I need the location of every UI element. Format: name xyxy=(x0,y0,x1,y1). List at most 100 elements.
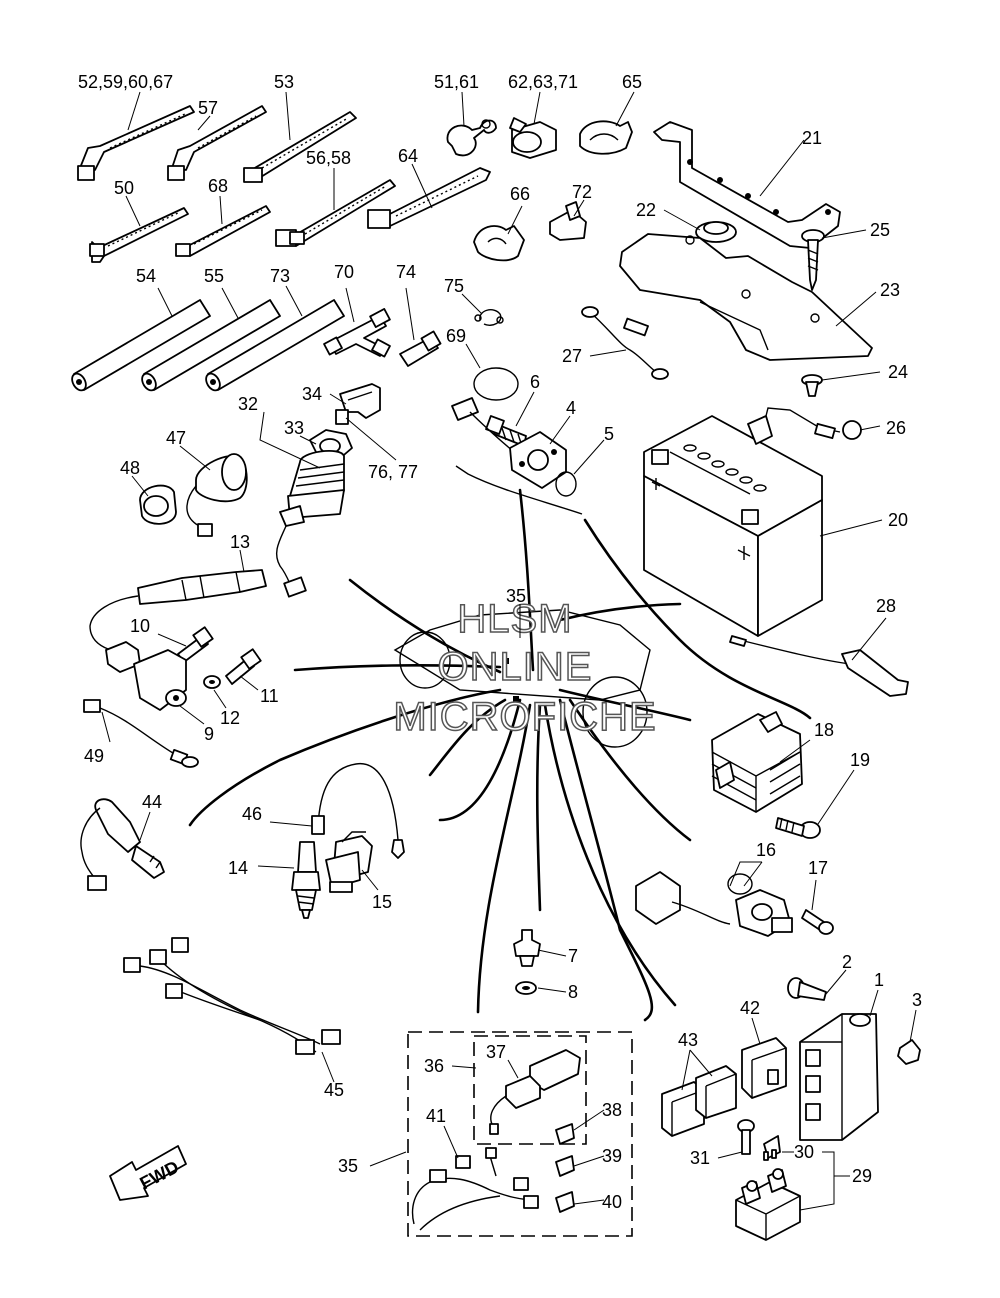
callout-20: 20 xyxy=(888,510,908,530)
callout-54: 54 xyxy=(136,266,156,286)
tube-55 xyxy=(141,299,281,392)
battery-lead-26 xyxy=(747,407,862,445)
switch-7 xyxy=(513,929,541,967)
bolt-11 xyxy=(225,648,262,685)
callout-45: 45 xyxy=(324,1080,344,1100)
switch-44 xyxy=(80,798,165,891)
callout-27: 27 xyxy=(562,346,582,366)
harness-wires xyxy=(188,488,812,1022)
callout-5: 5 xyxy=(604,424,614,444)
callout-26: 26 xyxy=(886,418,906,438)
socket-47 xyxy=(186,453,248,537)
bolt-31 xyxy=(737,1119,755,1155)
callout-62: 62,63,71 xyxy=(508,72,578,92)
cable-tie-56 xyxy=(275,179,396,247)
battery-20 xyxy=(643,415,823,637)
ground-lead-27 xyxy=(581,306,669,380)
callout-35-top: 35 xyxy=(506,586,526,606)
watermark-line3: MICROFICHE xyxy=(393,695,656,739)
callout-24: 24 xyxy=(888,362,908,382)
callout-76: 76, 77 xyxy=(368,462,418,482)
nut-48 xyxy=(139,484,177,525)
fuse-40 xyxy=(555,1191,575,1213)
callout-14: 14 xyxy=(228,858,248,878)
callout-52: 52,59,60,67 xyxy=(78,72,173,92)
o-ring-69 xyxy=(473,367,519,401)
callout-68: 68 xyxy=(208,176,228,196)
callout-70: 70 xyxy=(334,262,354,282)
spark-plug-14 xyxy=(291,841,321,919)
ignition-coil-9 xyxy=(105,641,187,711)
callout-72: 72 xyxy=(572,182,592,202)
callout-53: 53 xyxy=(274,72,294,92)
callout-48: 48 xyxy=(120,458,140,478)
relay-43-b xyxy=(695,1065,737,1119)
fuse-30 xyxy=(763,1135,781,1161)
callout-6: 6 xyxy=(530,372,540,392)
clip-66 xyxy=(473,225,525,262)
cable-tie-50 xyxy=(89,207,189,263)
callout-32: 32 xyxy=(238,394,258,414)
callout-40: 40 xyxy=(602,1192,622,1212)
callout-18: 18 xyxy=(814,720,834,740)
sensor-15 xyxy=(325,831,373,893)
callout-41: 41 xyxy=(426,1106,446,1126)
leader-lines xyxy=(101,91,917,1211)
callout-43: 43 xyxy=(678,1030,698,1050)
callout-28: 28 xyxy=(876,596,896,616)
ecu-1 xyxy=(799,1013,879,1141)
washer-12 xyxy=(203,675,221,689)
tube-73 xyxy=(205,299,345,392)
tube-54 xyxy=(71,299,211,392)
nut-3 xyxy=(897,1039,921,1065)
clip-72 xyxy=(549,201,587,241)
callout-22: 22 xyxy=(636,200,656,220)
callout-35-bottom: 35 xyxy=(338,1156,358,1176)
callout-15: 15 xyxy=(372,892,392,912)
lead-49 xyxy=(83,699,199,768)
cable-tie-57 xyxy=(167,105,267,181)
cable-tie-53 xyxy=(243,111,357,183)
lead-46 xyxy=(311,763,405,859)
callout-1: 1 xyxy=(874,970,884,990)
cable-tie-64 xyxy=(367,167,491,229)
callout-66: 66 xyxy=(510,184,530,204)
callout-21: 21 xyxy=(802,128,822,148)
callout-73: 73 xyxy=(270,266,290,286)
callout-19: 19 xyxy=(850,750,870,770)
starter-relay-29 xyxy=(735,1168,801,1241)
washer-8 xyxy=(515,981,537,995)
clip-75 xyxy=(474,309,504,326)
callout-57: 57 xyxy=(198,98,218,118)
callout-69: 69 xyxy=(446,326,466,346)
callout-31: 31 xyxy=(690,1148,710,1168)
callout-51: 51,61 xyxy=(434,72,479,92)
callout-23: 23 xyxy=(880,280,900,300)
callout-50: 50 xyxy=(114,178,134,198)
callout-13: 13 xyxy=(230,532,250,552)
rivet-24 xyxy=(801,374,823,397)
clamp-62 xyxy=(509,117,557,159)
cable-tie-68 xyxy=(175,205,271,257)
sensor-16 xyxy=(635,871,793,937)
callout-75: 75 xyxy=(444,276,464,296)
callout-11: 11 xyxy=(260,686,279,706)
callout-29: 29 xyxy=(852,1166,872,1186)
watermark-line2: ONLINE xyxy=(438,645,593,689)
callout-37: 37 xyxy=(486,1042,506,1062)
callout-3: 3 xyxy=(912,990,922,1010)
clip-51 xyxy=(446,119,497,157)
callout-46: 46 xyxy=(242,804,262,824)
callout-39: 39 xyxy=(602,1146,622,1166)
battery-cells xyxy=(683,444,767,492)
callout-44: 44 xyxy=(142,792,162,812)
callout-25: 25 xyxy=(870,220,890,240)
callout-56: 56,58 xyxy=(306,148,351,168)
bolt-17 xyxy=(801,909,834,935)
watermark-line1: HLSM xyxy=(457,597,572,641)
callout-42: 42 xyxy=(740,998,760,1018)
joint-74 xyxy=(399,330,442,367)
callout-36: 36 xyxy=(424,1056,444,1076)
fuse-39 xyxy=(555,1155,575,1177)
